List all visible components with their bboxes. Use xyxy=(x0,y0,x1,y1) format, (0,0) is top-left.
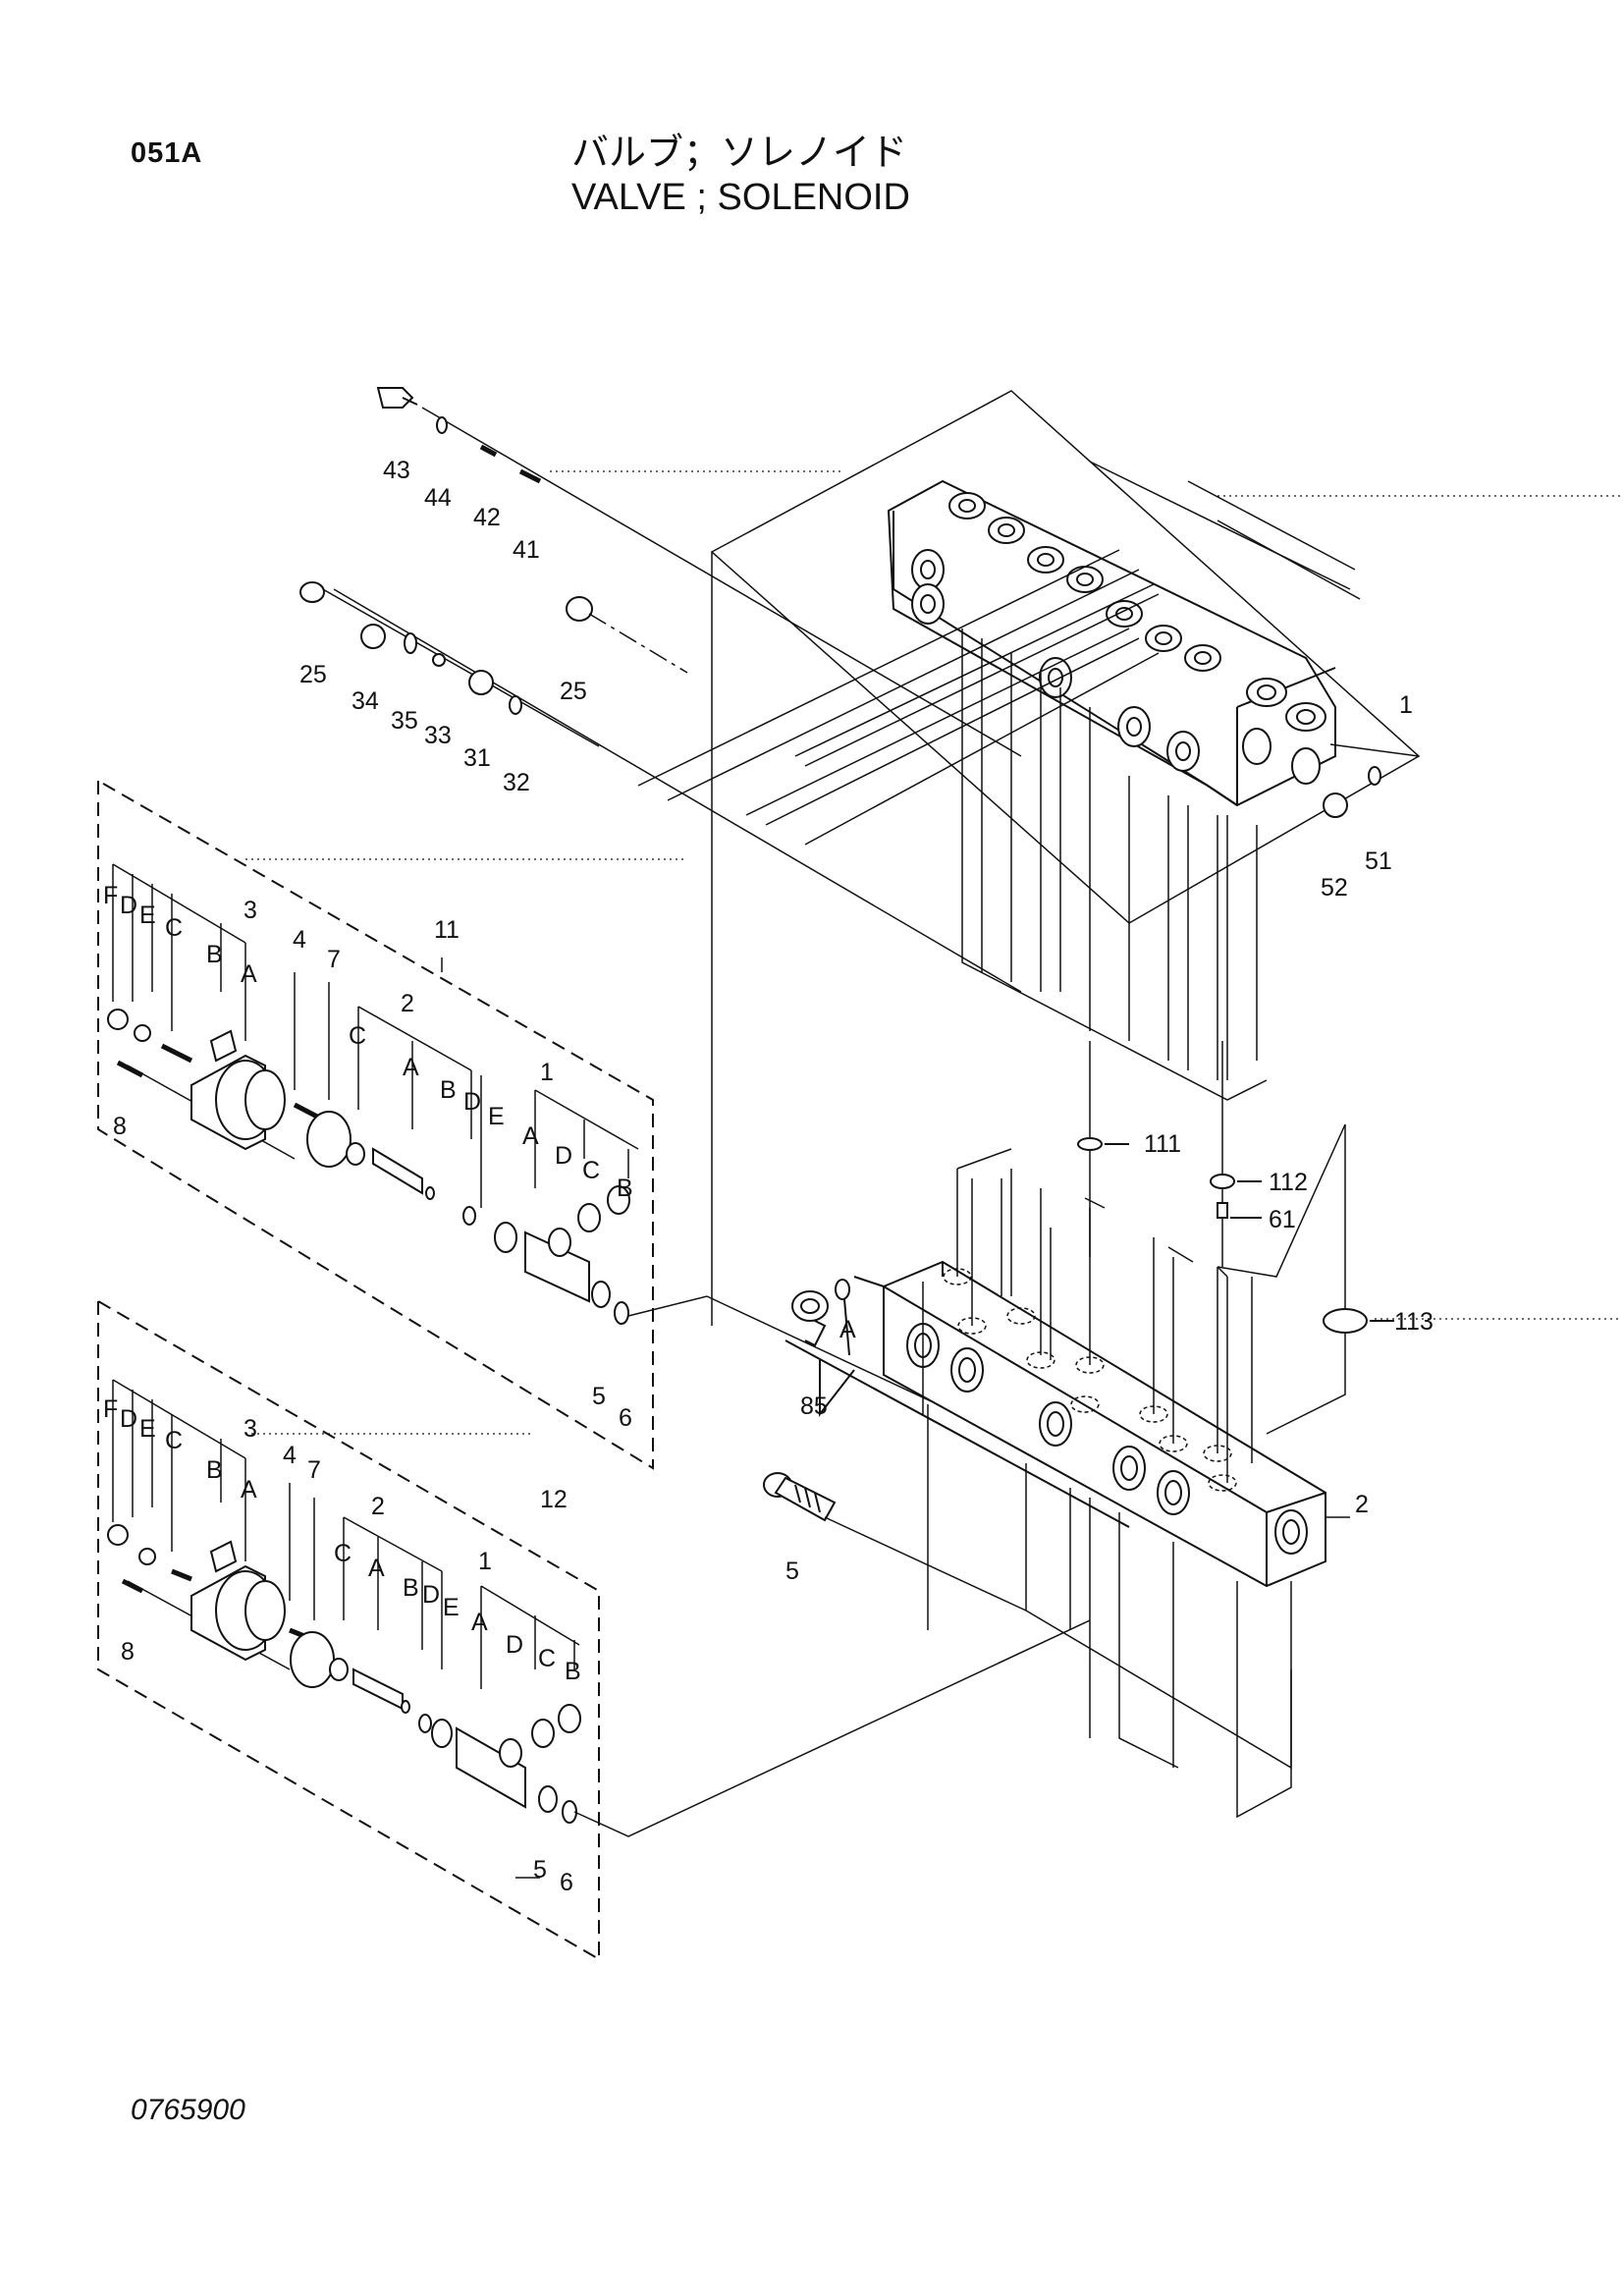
unit11-label-C: C xyxy=(165,914,183,942)
unit11-label-F: F xyxy=(103,882,118,909)
unit12-label-1B: B xyxy=(565,1658,581,1685)
unit12-label-F: F xyxy=(103,1395,118,1423)
unit11-label-2E: E xyxy=(488,1103,505,1130)
unit11-label-5: 5 xyxy=(592,1383,606,1410)
unit12-label-D: D xyxy=(120,1405,137,1433)
callout-34: 34 xyxy=(352,687,379,715)
unit12-label-2E: E xyxy=(443,1594,460,1621)
unit12-label-B: B xyxy=(206,1456,223,1484)
unit11-label-1A: A xyxy=(522,1122,539,1150)
unit12-label-6: 6 xyxy=(560,1869,573,1896)
callout-25-left: 25 xyxy=(299,661,327,688)
unit11-label-2A: A xyxy=(403,1054,419,1081)
callout-44: 44 xyxy=(424,484,452,512)
callout-43: 43 xyxy=(383,457,410,484)
unit12-label-8: 8 xyxy=(121,1638,135,1666)
unit11-label-1: 1 xyxy=(540,1059,554,1086)
callout-5: 5 xyxy=(785,1558,799,1585)
title-japanese: バルブ；ソレノイド xyxy=(571,131,908,174)
unit12-label-2D: D xyxy=(422,1581,440,1609)
unit11-label-1C: C xyxy=(582,1157,600,1184)
manifold-block xyxy=(763,1041,1394,1819)
unit12-label-2: 2 xyxy=(371,1493,385,1520)
unit12-label-1A: A xyxy=(471,1609,488,1636)
solenoid-unit-12 xyxy=(97,1299,1091,1961)
page-code: 051A xyxy=(131,137,203,169)
unit11-label-6: 6 xyxy=(619,1404,632,1432)
unit11-label-3: 3 xyxy=(243,897,257,924)
callout-32: 32 xyxy=(503,769,530,796)
unit11-label-E: E xyxy=(139,902,156,929)
callout-25-right: 25 xyxy=(560,678,587,705)
unit12-label-2C: C xyxy=(334,1540,352,1567)
unit12-label-E: E xyxy=(139,1415,156,1443)
fittings-row-top xyxy=(299,387,1381,993)
callout-61: 61 xyxy=(1269,1206,1296,1233)
title-english: VALVE ; SOLENOID xyxy=(571,177,910,218)
unit11-label-2C: C xyxy=(349,1022,366,1050)
leader-lines xyxy=(245,470,1620,1435)
unit12-label-1C: C xyxy=(538,1645,556,1672)
callout-31: 31 xyxy=(463,744,491,772)
unit12-label-2B: B xyxy=(403,1574,419,1602)
unit12-label-C: C xyxy=(165,1427,183,1454)
callout-35: 35 xyxy=(391,707,418,735)
unit11-label-B: B xyxy=(206,941,223,968)
valve-body-block xyxy=(637,390,1421,1326)
unit12-label-2A: A xyxy=(368,1555,385,1582)
unit11-label-2B: B xyxy=(440,1076,457,1104)
callout-112: 112 xyxy=(1269,1169,1308,1196)
unit12-label-3: 3 xyxy=(243,1415,257,1443)
callout-11: 11 xyxy=(434,916,460,944)
unit11-label-A: A xyxy=(241,960,257,988)
callout-12: 12 xyxy=(540,1486,568,1513)
unit11-label-7: 7 xyxy=(327,946,341,973)
unit11-label-D: D xyxy=(120,892,137,919)
unit11-label-2D: D xyxy=(463,1088,481,1116)
unit12-label-A: A xyxy=(241,1476,257,1503)
callout-1: 1 xyxy=(1399,691,1413,719)
callout-33: 33 xyxy=(424,722,452,749)
callout-113: 113 xyxy=(1394,1308,1434,1336)
callout-51: 51 xyxy=(1365,847,1392,875)
unit12-label-7: 7 xyxy=(307,1456,321,1484)
callout-A: A xyxy=(839,1316,856,1343)
solenoid-unit-11 xyxy=(97,779,1022,1470)
unit12-label-5: 5 xyxy=(533,1856,547,1884)
unit11-label-1D: D xyxy=(555,1142,572,1170)
callout-52: 52 xyxy=(1321,874,1348,902)
callout-41: 41 xyxy=(513,536,540,564)
drawing-number: 0765900 xyxy=(131,2094,245,2126)
unit12-label-4: 4 xyxy=(283,1442,297,1469)
unit11-label-1B: B xyxy=(617,1175,633,1202)
unit11-label-8: 8 xyxy=(113,1113,127,1140)
callout-111: 111 xyxy=(1144,1130,1181,1158)
unit12-label-1D: D xyxy=(506,1631,523,1659)
callout-labels: 43 44 42 41 25 34 35 33 31 32 25 1 52 51… xyxy=(103,457,1434,1896)
unit11-label-4: 4 xyxy=(293,926,306,954)
unit12-label-1: 1 xyxy=(478,1548,492,1575)
callout-42: 42 xyxy=(473,504,501,531)
callout-85: 85 xyxy=(800,1393,828,1420)
unit11-label-2: 2 xyxy=(401,990,414,1017)
callout-2: 2 xyxy=(1355,1491,1369,1518)
